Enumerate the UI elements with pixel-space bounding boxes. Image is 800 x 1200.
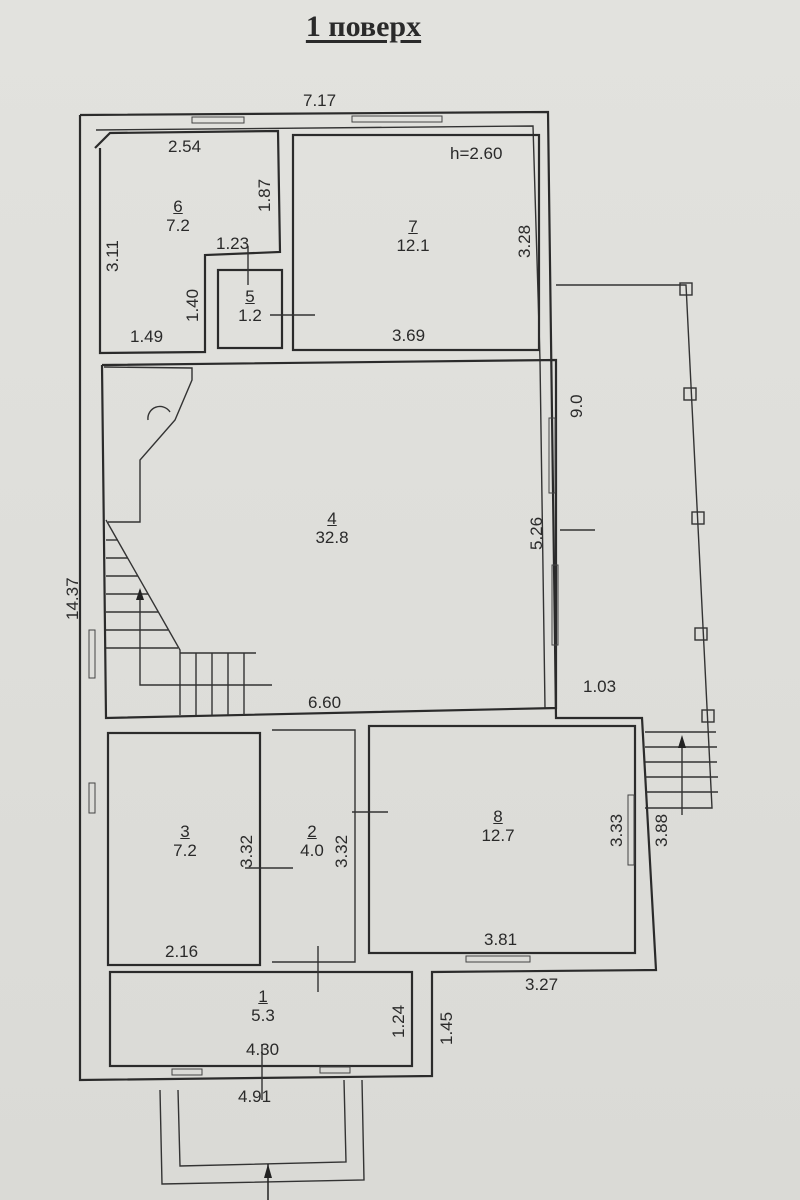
plan-title: 1 поверх: [305, 10, 422, 43]
dim-terrace-length: 9.0: [567, 394, 586, 418]
outer-wall: [78, 110, 658, 1082]
room-6-walls: [94, 129, 282, 355]
dim-r6-bottom: 1.49: [130, 327, 164, 346]
dim-r6-left: 3.11: [103, 240, 122, 272]
dim-r5-top: 1.23: [216, 234, 250, 253]
dim-r8-outer-bottom: 3.27: [525, 975, 559, 994]
dim-r8-right: 3.33: [607, 813, 626, 847]
room-5-walls: [216, 268, 284, 350]
dim-r8-outer: 3.88: [652, 813, 671, 847]
room-7-walls: [291, 133, 541, 352]
dim-overall-length: 14.37: [63, 577, 82, 620]
entry-porch-inner: [177, 1079, 347, 1167]
dim-r6-right: 1.87: [255, 178, 274, 212]
terrace-posts: [679, 282, 715, 723]
dim-r3-right: 3.32: [237, 834, 256, 868]
dim-r8-bottom: 3.81: [484, 930, 518, 949]
room-3-walls: [106, 731, 262, 967]
windows: [88, 115, 635, 1076]
dim-r4-bottom: 6.60: [308, 693, 342, 712]
dim-r3-bottom: 2.16: [165, 942, 199, 961]
entry-arrow-icon: [264, 1164, 272, 1178]
dim-r1-outer-bottom: 4.91: [238, 1087, 272, 1106]
room-8-walls: [367, 724, 637, 955]
stair-steps: [106, 539, 272, 715]
dim-r2-right: 3.32: [332, 834, 351, 868]
dim-r6-inner: 1.40: [183, 288, 202, 322]
fireplace-arc: [147, 405, 171, 421]
dim-overall-width: 7.17: [303, 91, 337, 110]
dim-r7-bottom: 3.69: [392, 326, 426, 345]
dim-r1-outer: 1.45: [437, 1011, 456, 1045]
door-marks: [245, 246, 595, 1100]
inner-wall-line: [95, 125, 546, 709]
stair-arrow-icon: [136, 588, 144, 600]
dim-r6-top: 2.54: [168, 137, 202, 156]
dim-r7-right: 3.28: [515, 224, 534, 258]
dim-porch-side: 1.03: [583, 677, 617, 696]
ceiling-height: h=2.60: [450, 144, 503, 163]
dim-r1-right: 1.24: [389, 1004, 408, 1038]
entry-porch: [159, 1079, 365, 1185]
room-2-walls: [272, 729, 356, 963]
fireplace-outline: [103, 366, 193, 523]
stair-diagonal: [105, 519, 181, 715]
room-4-walls: [100, 358, 558, 720]
terrace-outline: [556, 284, 713, 809]
dim-r1-inner: 4.30: [246, 1040, 280, 1059]
terrace-arrow-icon: [678, 735, 686, 748]
room-1-walls: [108, 970, 414, 1068]
dim-r4-right: 5.26: [527, 516, 546, 550]
